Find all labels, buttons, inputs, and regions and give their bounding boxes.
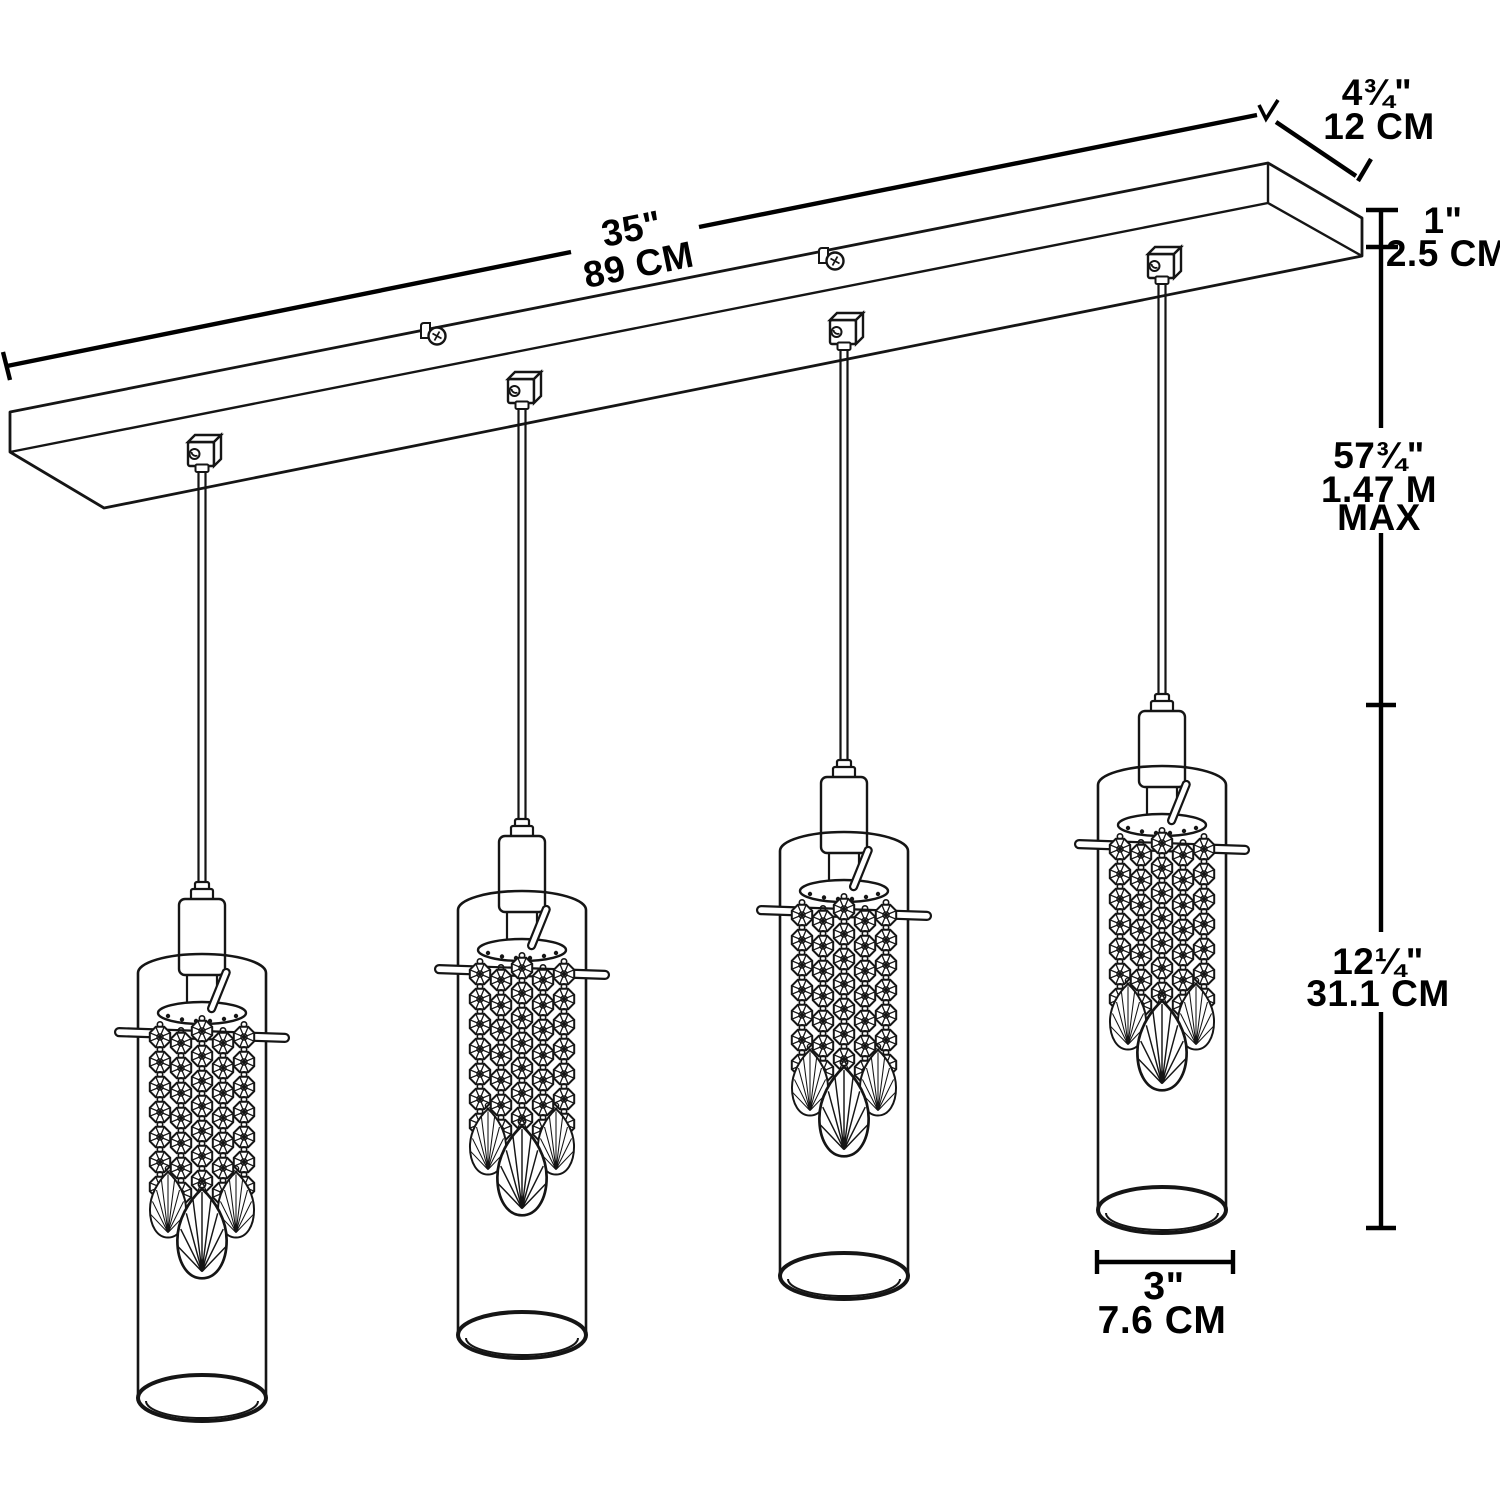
- label-canopy-depth-cm: 12 CM: [1323, 106, 1434, 147]
- depth-dim-tick: [1356, 157, 1373, 183]
- label-shade-height-in: 12¼": [1332, 941, 1424, 982]
- label-max-drop-in: 57¾": [1333, 435, 1425, 476]
- label-shade-diameter-cm: 7.6 CM: [1098, 1299, 1227, 1342]
- pendant-shade-2: [435, 372, 609, 1358]
- pendant-shade-4: [1075, 247, 1249, 1233]
- dimension-lines: [0, 99, 1398, 1274]
- dimension-labels: 35" 89 CM 4¾" 12 CM 1" 2.5 CM 57¾" 1.47 …: [580, 72, 1500, 1342]
- drop-dim: [1366, 247, 1396, 1231]
- label-canopy-depth-in: 4¾": [1342, 72, 1412, 113]
- pendant-shade-1: [115, 435, 289, 1421]
- label-shade-height-cm: 31.1 CM: [1306, 973, 1449, 1014]
- label-max-drop-note: MAX: [1337, 497, 1421, 538]
- width-dim-line-left: [6, 249, 572, 369]
- label-max-drop-m: 1.47 M: [1321, 469, 1437, 510]
- label-shade-diameter-in: 3": [1143, 1265, 1184, 1308]
- ceiling-canopy: [8, 161, 1364, 510]
- label-canopy-thickness-in: 1": [1423, 200, 1462, 241]
- diameter-dim: [1094, 1250, 1236, 1274]
- label-canopy-thickness-cm: 2.5 CM: [1386, 233, 1500, 274]
- pendant-shade-3: [757, 313, 931, 1299]
- width-dim-tick-right: [1257, 99, 1280, 123]
- width-dim-tick-left: [0, 351, 13, 381]
- width-dim-line-right: [698, 112, 1258, 230]
- depth-dim-line: [1274, 120, 1358, 178]
